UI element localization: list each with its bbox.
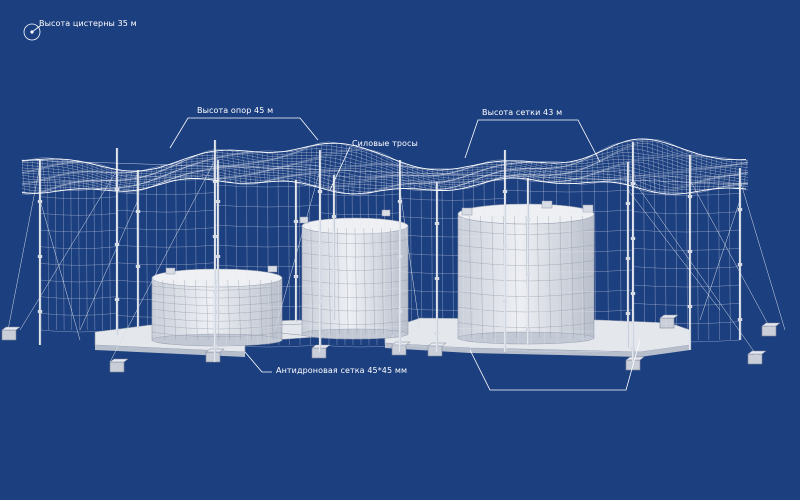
pole-height-leader — [169, 117, 319, 149]
canopy-net — [21, 138, 749, 196]
cables-leader — [329, 146, 351, 191]
side-net-curtain — [39, 164, 742, 353]
net-height-leader — [464, 119, 601, 163]
pole-height-label: Высота опор 45 м — [197, 106, 274, 115]
leader-lines — [23, 23, 641, 391]
net-leader-right — [469, 339, 641, 391]
power-cables-label: Силовые тросы — [352, 139, 418, 148]
net-height-label: Высота сетки 43 м — [482, 108, 563, 117]
anti-drone-net-label: Антидроновая сетка 45*45 мм — [276, 366, 408, 375]
tank-height-marker — [23, 23, 41, 41]
tank-center — [299, 209, 409, 340]
pole-anchors — [1, 314, 781, 373]
tank-height-label: Высота цистерны 35 м — [39, 19, 137, 28]
net-leader-left — [244, 351, 272, 373]
